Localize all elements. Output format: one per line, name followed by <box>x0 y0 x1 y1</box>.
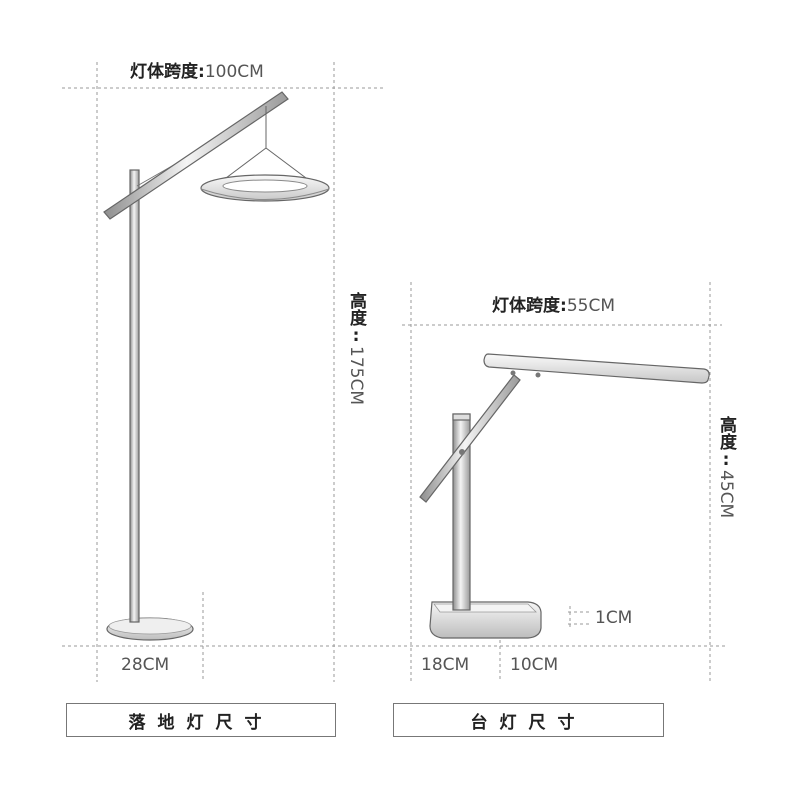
floor-span-text: 灯体跨度:100CM <box>130 64 264 81</box>
desk-lamp-arm <box>419 374 521 503</box>
floor-lamp-arm <box>103 91 289 220</box>
desk-base-length: 18CM <box>421 655 470 675</box>
desk-lamp-caption: 台灯尺寸 <box>393 703 664 737</box>
desk-thickness: 1CM <box>595 608 633 628</box>
desk-base-width: 10CM <box>510 655 559 675</box>
desk-span-label: 灯体跨度: <box>492 296 567 316</box>
desk-height-value: 45CM <box>716 470 736 519</box>
floor-span-value: 100CM <box>204 62 264 82</box>
floor-lamp-pole <box>129 169 140 623</box>
floor-span-label: 灯体跨度: <box>130 62 205 82</box>
floor-height-label: 高度: <box>346 292 366 346</box>
desk-height-label: 高度: <box>716 416 736 470</box>
desk-lamp <box>419 353 710 639</box>
desk-span-text: 灯体跨度:55CM <box>492 298 615 315</box>
desk-height-text: 高度:45CM <box>716 416 736 519</box>
floor-height-value: 175CM <box>346 346 366 405</box>
floor-lamp <box>103 91 330 641</box>
guide-lines <box>62 62 728 682</box>
desk-lamp-head <box>483 353 710 384</box>
floor-lamp-caption: 落地灯尺寸 <box>66 703 336 737</box>
floor-base-width: 28CM <box>121 655 170 675</box>
desk-span-value: 55CM <box>566 296 615 316</box>
floor-height-text: 高度:175CM <box>346 292 366 405</box>
